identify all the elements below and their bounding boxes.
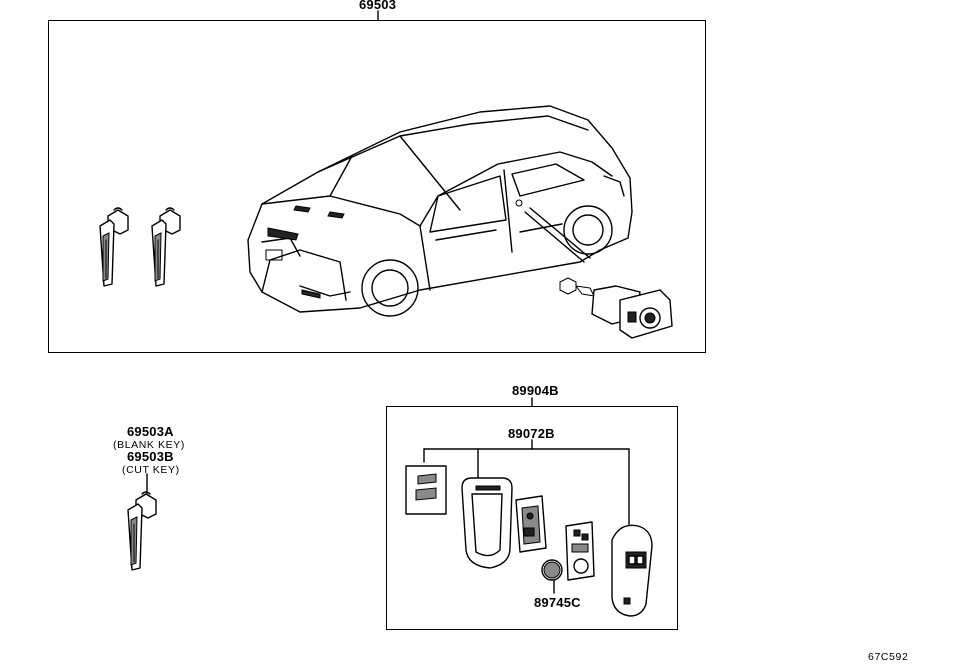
mechanical-key-icon (127, 491, 157, 571)
blank-key-part-number: 69503A (127, 424, 174, 439)
key-fob-icon (405, 465, 447, 515)
transmitter-case-part-number: 89072B (508, 426, 555, 441)
diagram-code: 67C592 (868, 651, 909, 663)
key-set-frame (48, 20, 706, 353)
case-leader-lines (423, 439, 630, 526)
key-fob-icon (515, 495, 547, 553)
key-set-part-number: 69503 (359, 0, 397, 12)
car-illustration-icon (247, 105, 633, 317)
cut-key-note: (CUT KEY) (122, 464, 180, 476)
key-fob-icon (611, 524, 653, 617)
transmitter-assy-part-number: 89904B (512, 383, 559, 398)
battery-part-number: 89745C (534, 595, 581, 610)
mechanical-key-icon (151, 207, 181, 287)
button-battery-icon (541, 559, 563, 581)
key-fob-icon (461, 477, 513, 569)
key-fob-icon (565, 521, 595, 581)
mechanical-key-icon (99, 207, 129, 287)
cut-key-part-number: 69503B (127, 449, 174, 464)
door-lock-cylinder-icon (559, 277, 673, 339)
blank-key-note: (BLANK KEY) (113, 439, 185, 451)
